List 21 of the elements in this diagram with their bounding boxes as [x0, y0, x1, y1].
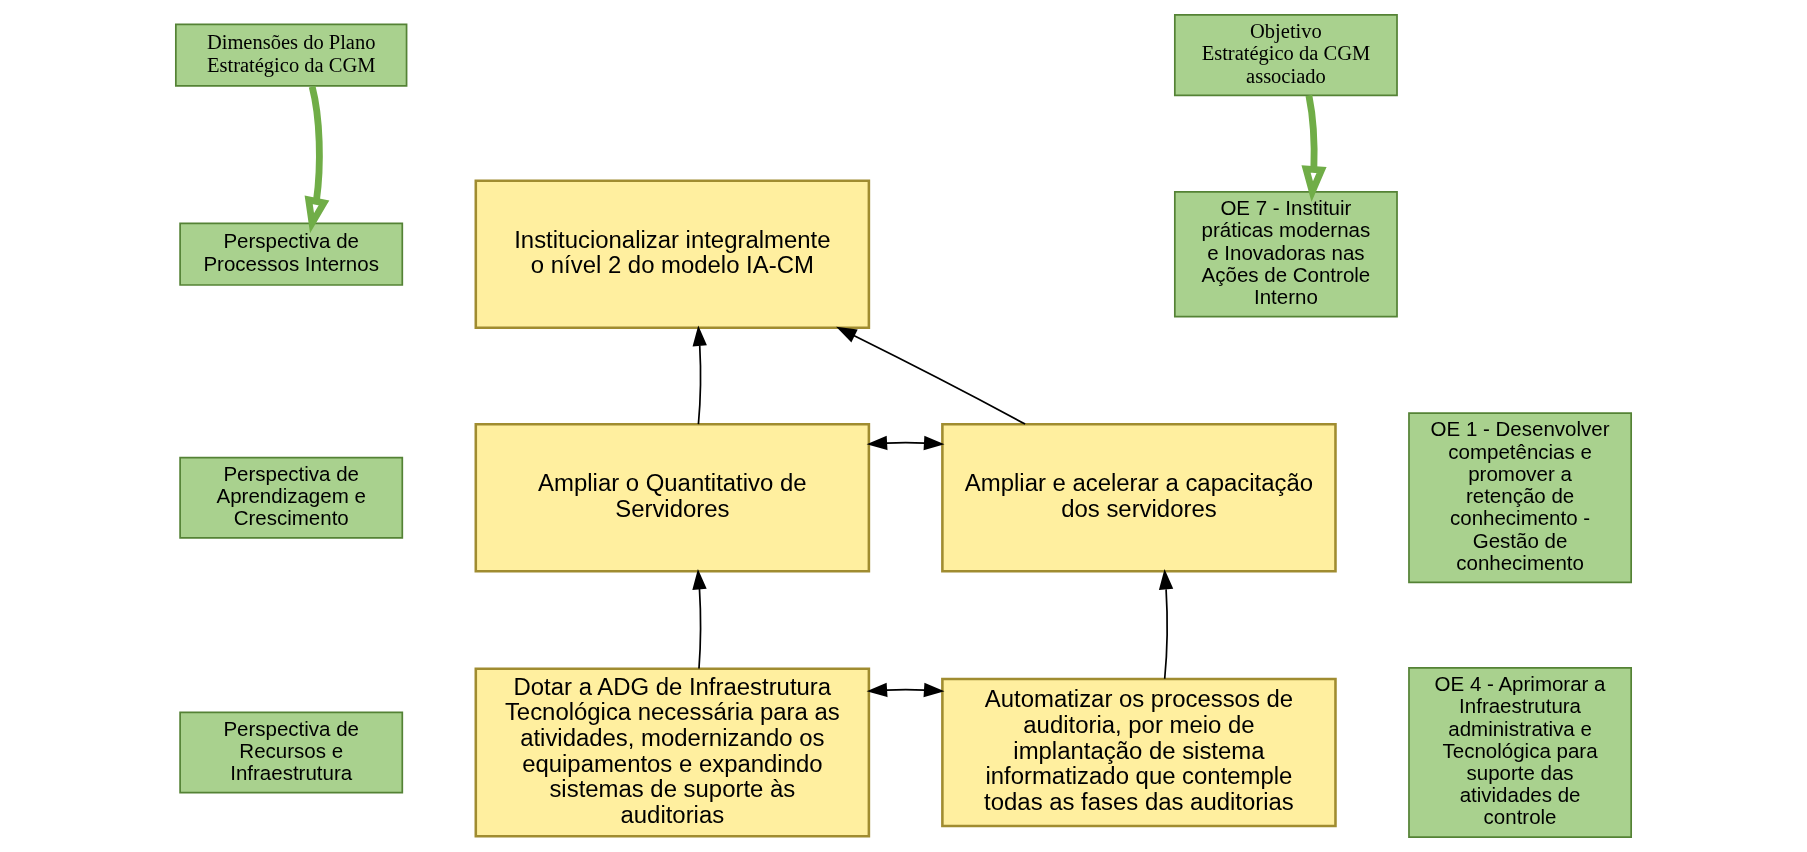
node-box: Dotar a ADG de Infraestrutura Tecnológica necessária para as atividades, modernizando os equipamentos e expandindo sistemas de suporte às auditorias: [474, 667, 871, 838]
arrow: [866, 682, 945, 698]
node-box: Perspectiva de Aprendizagem e Crescimento: [179, 456, 404, 539]
node-box: Automatizar os processos de auditoria, por meio de implantação de sistema informatizado que contemple todas as fases das auditorias: [941, 677, 1337, 828]
arrow: [692, 325, 707, 425]
arrow: [866, 435, 945, 451]
arrow: [304, 85, 330, 234]
node-box: OE 7 - Instituir práticas modernas e Inovadoras nas Ações de Controle Interno: [1173, 191, 1398, 318]
node-box: Perspectiva de Recursos e Infraestrutura: [179, 711, 404, 794]
arrow: [1301, 94, 1327, 202]
node-box: OE 4 - Aprimorar a Infraestrutura administrativa e Tecnológica para suporte das atividades de controle: [1408, 667, 1632, 838]
arrow: [836, 326, 1026, 425]
arrow: [692, 568, 707, 670]
node-box: Institucionalizar integralmente o nível 2 do modelo IA-CM: [474, 179, 871, 329]
arrow: [1158, 568, 1174, 680]
node-box: Perspectiva de Processos Internos: [179, 222, 404, 286]
node-box: Ampliar o Quantitativo de Servidores: [474, 423, 871, 573]
node-box: Ampliar e acelerar a capacitação dos servidores: [941, 423, 1337, 573]
node-box: Objetivo Estratégico da CGM associado: [1173, 14, 1398, 97]
node-box: OE 1 - Desenvolver competências e promover a retenção de conhecimento - Gestão de conhecimento: [1408, 412, 1632, 584]
node-box: Dimensões do Plano Estratégico da CGM: [175, 23, 408, 87]
